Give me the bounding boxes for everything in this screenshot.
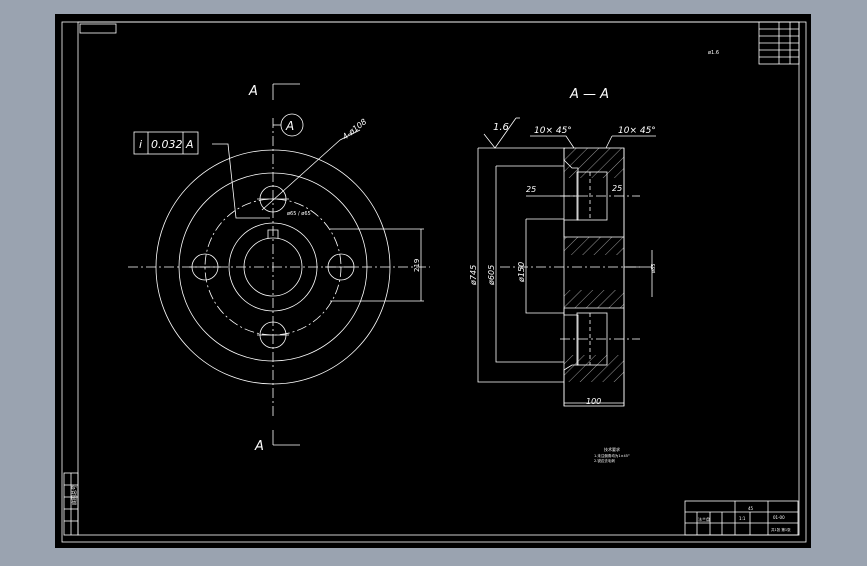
bore-dims: ø65 / ø65	[287, 211, 311, 217]
datum-label: A	[285, 119, 294, 133]
title-block	[684, 500, 799, 536]
top-right-mark: ø1.6	[708, 50, 719, 56]
dim-25-left: 25	[526, 185, 536, 194]
front-view	[128, 83, 430, 446]
dim-25-right: 25	[612, 184, 622, 193]
title-block-part-name: 法兰盘	[698, 516, 710, 522]
top-left-label-box	[79, 23, 117, 34]
tolerance-value: 0.032	[151, 138, 183, 151]
roughness-label: 1.6	[493, 122, 509, 133]
section-title: A — A	[569, 87, 609, 102]
left-side-strip	[63, 472, 79, 536]
chamfer-left: 10× 45°	[534, 126, 572, 136]
title-block-mark: 45	[748, 506, 754, 511]
dim-d1: ø745	[469, 265, 478, 286]
title-block-sheet: 共1张 第1张	[771, 527, 791, 532]
slot-dim: 219	[413, 259, 421, 272]
side-strip-label: 底图总号	[71, 485, 78, 505]
section-view	[477, 117, 656, 407]
corner-table	[758, 21, 800, 65]
tech-notes-line1: 1.未注倒角均为1×45°	[594, 453, 630, 458]
tolerance-frame	[133, 131, 199, 155]
title-block-drawing-no: 01-00	[773, 515, 785, 520]
dim-d3: ø150	[517, 262, 526, 283]
section-mark-bottom: A	[254, 439, 264, 454]
tolerance-datum: A	[185, 138, 194, 151]
tolerance-symbol: i	[139, 138, 142, 151]
dim-d2: ø605	[487, 265, 496, 286]
dim-width: 100	[586, 397, 601, 406]
tech-notes-title: 技术要求	[604, 446, 620, 452]
inner-frame	[77, 21, 800, 536]
drawing-sheet-background	[55, 14, 811, 548]
dim-right: ø85	[651, 264, 657, 273]
section-mark-top: A	[248, 84, 258, 99]
chamfer-right: 10× 45°	[618, 126, 656, 136]
title-block-scale: 1:1	[739, 516, 746, 521]
tech-notes-line2: 2.锐边去毛刺	[594, 458, 615, 463]
